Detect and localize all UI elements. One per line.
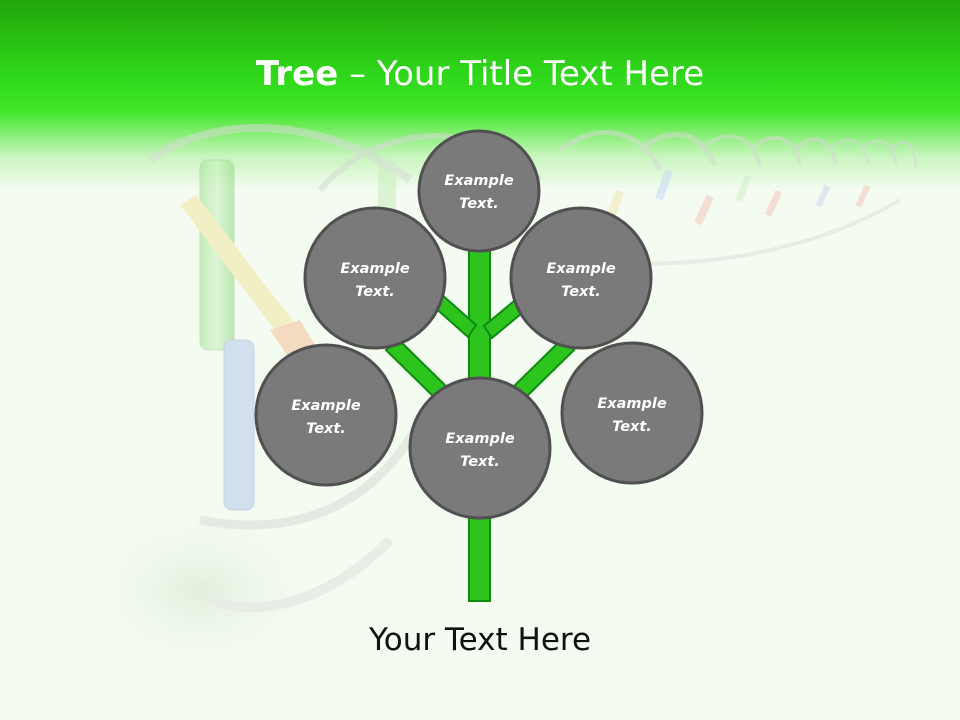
title-rest: – Your Title Text Here (338, 54, 705, 94)
node-upper-right-line1: Example (546, 261, 616, 277)
node-upper-left-line1: Example (340, 261, 410, 277)
node-top-line1: Example (444, 173, 514, 189)
node-top-line2: Text. (459, 196, 499, 212)
footer-text: Your Text Here (368, 622, 592, 658)
slide-title: Tree – Your Title Text Here (0, 52, 960, 96)
tree-node-center: Example Text. (408, 376, 552, 520)
node-lower-left-line2: Text. (306, 421, 346, 437)
node-center-line1: Example (445, 431, 515, 447)
tree-node-upper-left: Example Text. (303, 206, 447, 350)
title-bold: Tree (255, 54, 339, 94)
node-center-line2: Text. (460, 454, 500, 470)
tree-node-upper-right: Example Text. (509, 206, 653, 350)
node-lower-left-line1: Example (291, 398, 361, 414)
tree-node-lower-right: Example Text. (560, 341, 704, 485)
node-lower-right-line1: Example (597, 396, 667, 412)
tree-node-top: Example Text. (417, 129, 541, 253)
node-upper-left-line2: Text. (355, 284, 395, 300)
tree-node-lower-left: Example Text. (254, 343, 398, 487)
node-upper-right-line2: Text. (561, 284, 601, 300)
node-lower-right-line2: Text. (612, 419, 652, 435)
